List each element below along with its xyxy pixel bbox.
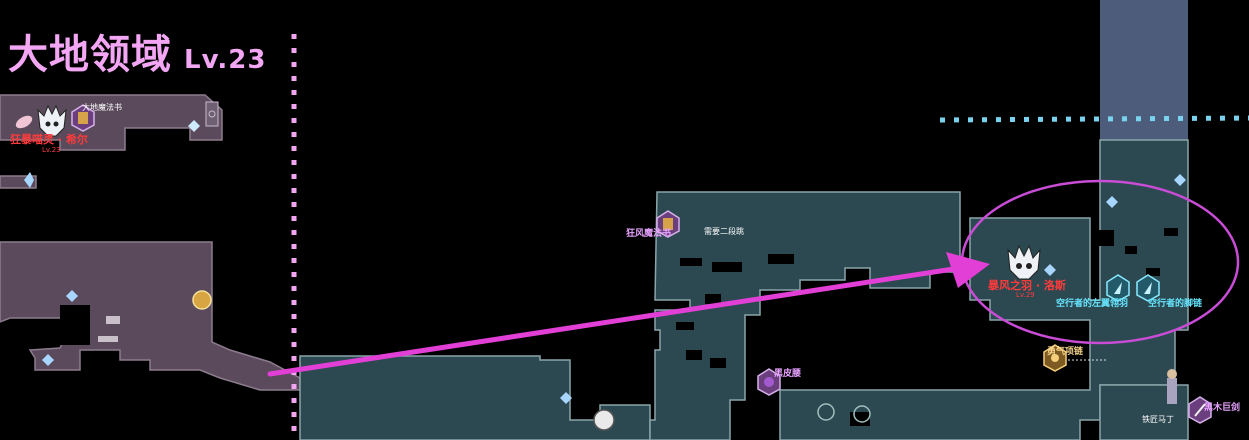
belt-icon[interactable] — [757, 368, 781, 396]
region-name: 大地领域 — [8, 32, 172, 78]
crystal-icon — [560, 392, 572, 404]
anklet-label: 空行者的脚链 — [1148, 299, 1203, 309]
sword-label: 黑木巨剑 — [1204, 403, 1241, 413]
save-shrine-icon[interactable] — [205, 101, 219, 127]
earth-grimoire-label: 大地魔法书 — [82, 103, 122, 112]
grimoire-icon[interactable] — [656, 210, 680, 238]
sword-icon[interactable] — [1188, 396, 1212, 424]
boss-skull-icon[interactable] — [1007, 244, 1041, 280]
boss-name-label: 狂暴喵灵 · 希尔 — [10, 133, 88, 146]
necklace-icon[interactable] — [1043, 344, 1067, 372]
boss-name-label: 暴风之羽 · 洛斯 — [988, 279, 1066, 292]
boss-level-label: Lv.23 — [42, 146, 61, 154]
spiral-plant-icon — [817, 403, 871, 423]
belt-label: 黑皮腰 — [774, 369, 802, 379]
crystal-icon — [1044, 264, 1056, 276]
cocoon-icon — [15, 115, 33, 129]
region-title: 大地领域 Lv.23 — [8, 22, 266, 80]
route-arrow-head — [946, 252, 990, 288]
rune-icon — [98, 316, 120, 342]
crystal-icon — [1174, 174, 1186, 186]
cyan-zone-divider — [939, 115, 1249, 123]
blacksmith-label: 铁匠马丁 — [1142, 415, 1174, 424]
boss-level-label: Lv.29 — [1016, 291, 1035, 299]
region-level: Lv.23 — [184, 45, 267, 75]
crystal-icon — [42, 354, 54, 366]
grimoire-icon[interactable] — [71, 104, 95, 132]
wing-feather-icon[interactable] — [1106, 274, 1130, 302]
crystal-icon — [66, 290, 78, 302]
gold-coin-icon[interactable] — [192, 290, 212, 310]
right-zone-holes — [676, 228, 1178, 426]
double-jump-hint-label: 需要二段跳 — [704, 227, 744, 236]
crystal-icon — [1106, 196, 1118, 208]
boss-skull-icon[interactable] — [37, 104, 67, 137]
route-arrow-shaft — [267, 265, 963, 377]
blacksmith-npc-icon[interactable] — [1167, 369, 1177, 404]
left-wing-feather-label: 空行者的左翼翎羽 — [1056, 299, 1129, 309]
crystal-icon — [24, 172, 34, 188]
wind-grimoire-label: 狂风魔法书 — [626, 229, 672, 239]
vertical-shaft — [1100, 0, 1188, 142]
left-zone-holes — [60, 305, 90, 345]
wing-feather-icon[interactable] — [1136, 274, 1160, 302]
save-ring-icon[interactable] — [593, 409, 615, 431]
crystal-icon — [188, 120, 200, 132]
right-zone — [299, 139, 1189, 440]
necklace-label: 勇气项链 — [1047, 347, 1084, 357]
